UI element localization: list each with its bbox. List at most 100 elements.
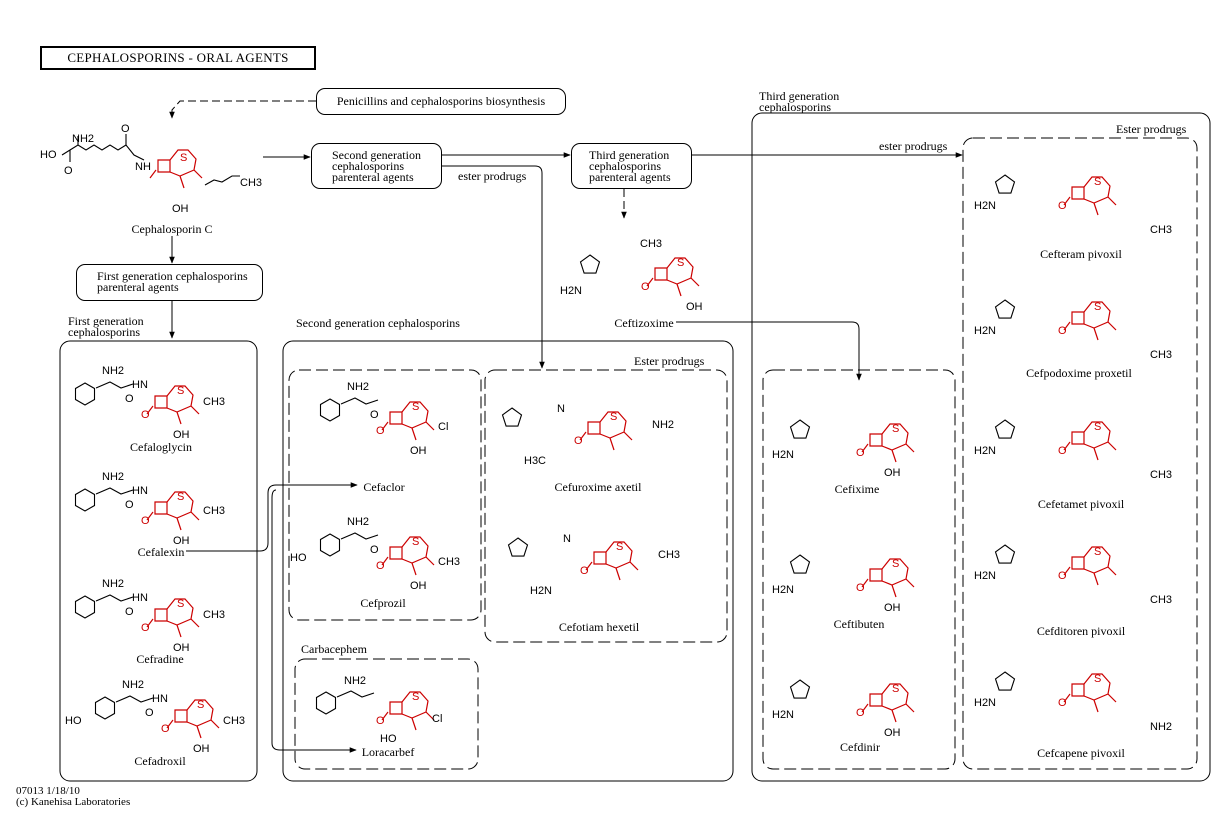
ester-prodrugs-arrow-label-1: ester prodrugs [458,169,527,183]
beta-lactam-core [146,385,200,425]
atom-label: NH2 [102,578,124,590]
compound-loracarbef[interactable]: Loracarbef [361,745,415,759]
compound-ceftizoxime[interactable]: Ceftizoxime [614,316,674,330]
ester-prodrugs-label-third: Ester prodrugs [1116,122,1187,136]
carbonyl-oxygen: O [1058,200,1067,212]
compound-cefpodoxime-proxetil[interactable]: Cefpodoxime proxetil [1026,366,1132,380]
atom-label: HO [65,715,82,727]
atom-label: OH [410,445,427,457]
carbonyl-oxygen: O [580,565,589,577]
atom-label: H2N [974,697,996,709]
atom-label: H2N [974,200,996,212]
ring [501,407,523,427]
carbonyl-oxygen: O [641,281,650,293]
compound-cefalexin[interactable]: Cefalexin [137,545,185,559]
sulfur-atom: S [1094,673,1101,685]
atom-label: H2N [974,445,996,457]
beta-lactam-core [1063,421,1117,461]
atom-label: CH3 [658,549,680,561]
atom-label: NH2 [347,381,369,393]
sulfur-atom: S [412,536,419,548]
third-gen-ester-prodrugs-group [962,137,1198,770]
first-generation-group [59,340,258,782]
compound-cephalosporin-c[interactable]: Cephalosporin C [131,222,213,236]
beta-lactam-core [1063,176,1117,216]
beta-lactam-core [146,491,200,531]
atom-label: O [370,409,379,421]
atom-label: NH2 [344,675,366,687]
carbonyl-oxygen: O [1058,325,1067,337]
compound-cefadroxil[interactable]: Cefadroxil [134,754,186,768]
beta-lactam-core [1063,546,1117,586]
atom-label: CH3 [1150,349,1172,361]
biosynthesis-pathway-link[interactable]: Penicillins and cephalosporins biosynthe… [316,88,566,115]
compound-cefaclor[interactable]: Cefaclor [363,480,405,494]
beta-lactam-core [861,423,915,463]
atom-label: O [125,606,134,618]
compound-cefditoren-pivoxil[interactable]: Cefditoren pivoxil [1036,624,1126,638]
atom-label: OH [884,602,901,614]
atom-label: NH2 [102,365,124,377]
atom-label: N [557,403,565,415]
atom-label: H2N [560,285,582,297]
sulfur-atom: S [177,385,184,397]
compound-cefdinir[interactable]: Cefdinir [840,740,880,754]
compound-cefaloglycin[interactable]: Cefaloglycin [130,440,192,454]
sulfur-atom: S [892,423,899,435]
sulfur-atom: S [677,257,684,269]
sulfur-atom: S [412,691,419,703]
carbonyl-oxygen: O [1058,445,1067,457]
atom-label: CH3 [1150,594,1172,606]
compound-cefcapene-pivoxil[interactable]: Cefcapene pivoxil [1037,746,1125,760]
svg-text:O: O [64,165,73,177]
compound-cefradine[interactable]: Cefradine [136,652,184,666]
compound-cefuroxime-axetil[interactable]: Cefuroxime axetil [554,480,642,494]
ring [994,174,1016,194]
atom-label: H2N [974,325,996,337]
beta-lactam-core [381,536,435,576]
ring [789,679,811,699]
beta-lactam-core [166,699,220,739]
atom-label: OH [173,429,190,441]
carbonyl-oxygen: O [376,560,385,572]
ring [319,398,341,422]
svg-text:S: S [180,152,187,164]
compound-cefteram-pivoxil[interactable]: Cefteram pivoxil [1040,247,1122,261]
compound-cefixime[interactable]: Cefixime [834,482,880,496]
atom-label: HN [132,592,148,604]
compound-ceftibuten[interactable]: Ceftibuten [833,617,885,631]
atom-label: Cl [438,421,448,433]
sulfur-atom: S [412,401,419,413]
carbonyl-oxygen: O [1058,570,1067,582]
compound-cefetamet-pivoxil[interactable]: Cefetamet pivoxil [1037,497,1125,511]
beta-lactam-core [146,598,200,638]
carbonyl-oxygen: O [856,447,865,459]
sulfur-atom: S [892,683,899,695]
beta-lactam-core [1063,301,1117,341]
beta-lactam-core [381,401,435,441]
compound-cefotiam-hexetil[interactable]: Cefotiam hexetil [558,620,640,634]
atom-label: O [125,499,134,511]
atom-label: HO [380,733,397,745]
svg-text:NH: NH [135,161,151,173]
atom-label: CH3 [223,715,245,727]
carbonyl-oxygen: O [856,582,865,594]
atom-label: HN [152,693,168,705]
atom-label: CH3 [640,238,662,250]
beta-lactam-core [861,683,915,723]
compound-cefprozil[interactable]: Cefprozil [360,596,406,610]
ring [994,671,1016,691]
sulfur-atom: S [1094,421,1101,433]
